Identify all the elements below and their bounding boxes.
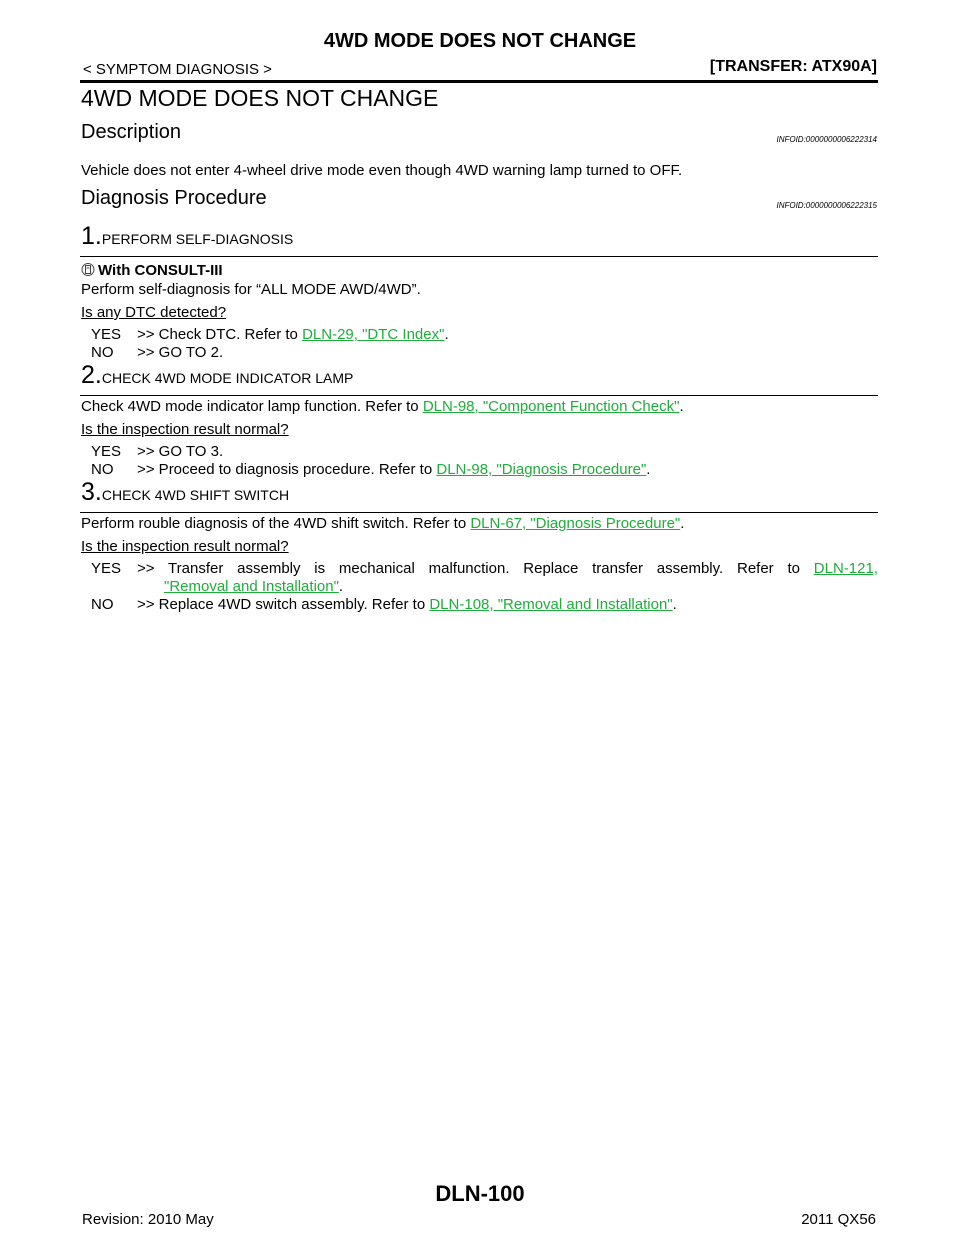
ref-link[interactable]: DLN-98, "Component Function Check" (422, 398, 680, 415)
header-divider (80, 80, 878, 83)
breadcrumb: < SYMPTOM DIAGNOSIS > (83, 61, 272, 78)
page-title: 4WD MODE DOES NOT CHANGE (81, 85, 439, 111)
step-instruction: Check 4WD mode indicator lamp function. … (81, 398, 684, 415)
answer-key: YES (91, 443, 122, 460)
step-instruction: Perform rouble diagnosis of the 4WD shif… (81, 515, 685, 532)
ref-link[interactable]: DLN-108, "Removal and Installation" (429, 596, 673, 613)
step-divider (80, 395, 878, 396)
step-question: Is the inspection result normal? (81, 421, 289, 438)
ref-link[interactable]: DLN-121, (813, 560, 878, 577)
page-number: DLN-100 (435, 1181, 525, 1206)
step-title: PERFORM SELF-DIAGNOSIS (101, 231, 294, 247)
step-title: CHECK 4WD SHIFT SWITCH (101, 487, 290, 503)
answer-key: YES (91, 326, 122, 343)
step-3-header: 3.CHECK 4WD SHIFT SWITCH (81, 478, 289, 507)
tool-label: With CONSULT-III (81, 262, 223, 279)
section-label: [TRANSFER: ATX90A] (709, 58, 877, 75)
step-1-header: 1.PERFORM SELF-DIAGNOSIS (81, 222, 293, 251)
step-2-header: 2.CHECK 4WD MODE INDICATOR LAMP (81, 361, 353, 390)
tool-name: With CONSULT-III (98, 262, 223, 279)
description-infoid: INFOID:0000000006222314 (776, 135, 877, 144)
answer-key: YES (91, 560, 122, 577)
step-number: 1. (81, 222, 102, 250)
footer-model: 2011 QX56 (801, 1211, 876, 1228)
step-question: Is the inspection result normal? (81, 538, 289, 555)
ref-link[interactable]: DLN-29, "DTC Index" (302, 326, 445, 343)
answer-no: NO>> Proceed to diagnosis procedure. Ref… (91, 461, 651, 478)
step-number: 2. (81, 361, 102, 389)
description-heading: Description (81, 121, 182, 143)
procedure-infoid: INFOID:0000000006222315 (776, 201, 877, 210)
step-divider (80, 512, 878, 513)
consult-tool-icon (81, 263, 95, 276)
answer-yes: YES>> Check DTC. Refer to DLN-29, "DTC I… (91, 326, 449, 343)
answer-key: NO (91, 461, 114, 478)
answer-no: NO>> Replace 4WD switch assembly. Refer … (91, 596, 677, 613)
ref-link[interactable]: DLN-98, "Diagnosis Procedure" (436, 461, 647, 478)
step-instruction: Perform self-diagnosis for “ALL MODE AWD… (81, 281, 421, 298)
answer-yes: YES>> GO TO 3. (91, 443, 224, 460)
step-question: Is any DTC detected? (81, 304, 227, 321)
ref-link[interactable]: DLN-67, "Diagnosis Procedure" (470, 515, 681, 532)
description-text: Vehicle does not enter 4-wheel drive mod… (81, 162, 683, 179)
step-divider (80, 256, 878, 257)
header-title: 4WD MODE DOES NOT CHANGE (323, 30, 637, 52)
answer-key: NO (91, 344, 114, 361)
ref-link[interactable]: "Removal and Installation" (164, 578, 339, 595)
step-number: 3. (81, 478, 102, 506)
answer-key: NO (91, 596, 114, 613)
answer-no: NO>> GO TO 2. (91, 344, 224, 361)
procedure-heading: Diagnosis Procedure (81, 187, 267, 209)
footer-revision: Revision: 2010 May (82, 1211, 214, 1228)
step-title: CHECK 4WD MODE INDICATOR LAMP (101, 370, 354, 386)
